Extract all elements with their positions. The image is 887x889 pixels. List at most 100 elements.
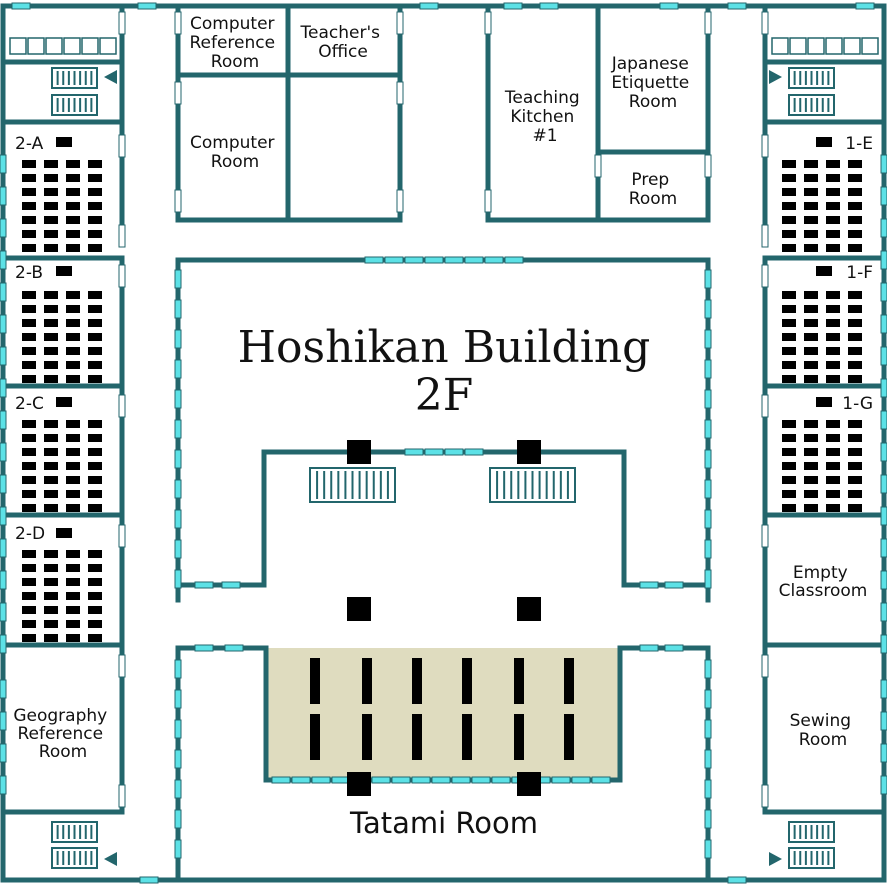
room-label-tatami-room: Tatami Room [349, 806, 538, 840]
window [704, 509, 712, 529]
door [174, 11, 182, 35]
window [139, 876, 159, 884]
desk [826, 333, 840, 341]
window [704, 719, 712, 739]
desk [782, 230, 796, 238]
window [174, 449, 182, 469]
window [704, 689, 712, 709]
door [594, 154, 602, 178]
tatami-mat-area [266, 648, 620, 780]
desk [88, 564, 102, 572]
window [571, 776, 591, 784]
desk [782, 216, 796, 224]
window [11, 2, 31, 10]
window [0, 346, 7, 366]
room-label-2c: 2-C [15, 394, 44, 414]
room-label-1g: 1-G [842, 394, 873, 414]
map-title: Hoshikan Building [238, 322, 651, 373]
window [0, 634, 7, 654]
window [137, 2, 157, 10]
desk [88, 188, 102, 196]
desk [66, 448, 80, 456]
window [855, 2, 875, 10]
window [464, 256, 484, 264]
room-label-teachers-office: Teacher's Office [300, 23, 386, 62]
window [704, 389, 712, 409]
desk [22, 448, 36, 456]
window [727, 876, 747, 884]
door [118, 784, 126, 808]
window [174, 269, 182, 289]
window [464, 448, 484, 456]
desk [826, 305, 840, 313]
courtyard-wall [175, 257, 711, 603]
window [404, 256, 424, 264]
desk [804, 244, 818, 252]
desk [66, 578, 80, 586]
pillar [517, 440, 541, 464]
desk [848, 462, 862, 470]
stair-arrow-icon [769, 852, 782, 866]
desk [848, 347, 862, 355]
window [174, 539, 182, 559]
window [194, 644, 214, 652]
desk [88, 375, 102, 383]
desk [782, 375, 796, 383]
stair-arrow-icon [104, 70, 117, 84]
door [396, 189, 404, 213]
tatami-block-wall [175, 645, 269, 883]
locker [9, 37, 27, 55]
window [504, 256, 524, 264]
desk [44, 216, 58, 224]
window [174, 659, 182, 679]
desk [782, 462, 796, 470]
tatami-block-wall [617, 645, 711, 883]
window [0, 711, 7, 731]
room-label-computer-room: Computer Room [190, 133, 280, 172]
low-table [310, 714, 320, 760]
window [704, 359, 712, 379]
desk [848, 230, 862, 238]
window [664, 644, 684, 652]
low-table [564, 714, 574, 760]
window [880, 314, 887, 334]
window [0, 474, 7, 494]
teacher-desk [816, 397, 832, 407]
desk [66, 504, 80, 512]
window [704, 419, 712, 439]
window [880, 570, 887, 590]
window [291, 776, 311, 784]
desk [66, 347, 80, 355]
desk [782, 188, 796, 196]
desk [88, 244, 102, 252]
desk [826, 462, 840, 470]
desk [848, 160, 862, 168]
door [484, 11, 492, 35]
window [419, 2, 439, 10]
window [0, 250, 7, 270]
desk [22, 620, 36, 628]
door [484, 189, 492, 213]
window [551, 776, 571, 784]
desk [88, 333, 102, 341]
window [880, 378, 887, 398]
desk [782, 476, 796, 484]
desk [804, 291, 818, 299]
desk [826, 420, 840, 428]
desk [804, 216, 818, 224]
desk [88, 434, 102, 442]
desk [22, 434, 36, 442]
stair-arrow-icon [769, 70, 782, 84]
window [503, 2, 523, 10]
desk [44, 244, 58, 252]
desk [22, 462, 36, 470]
window [639, 581, 659, 589]
door [761, 654, 769, 678]
desk [22, 319, 36, 327]
desk [848, 174, 862, 182]
desk [826, 202, 840, 210]
door [761, 224, 769, 248]
window [880, 602, 887, 622]
